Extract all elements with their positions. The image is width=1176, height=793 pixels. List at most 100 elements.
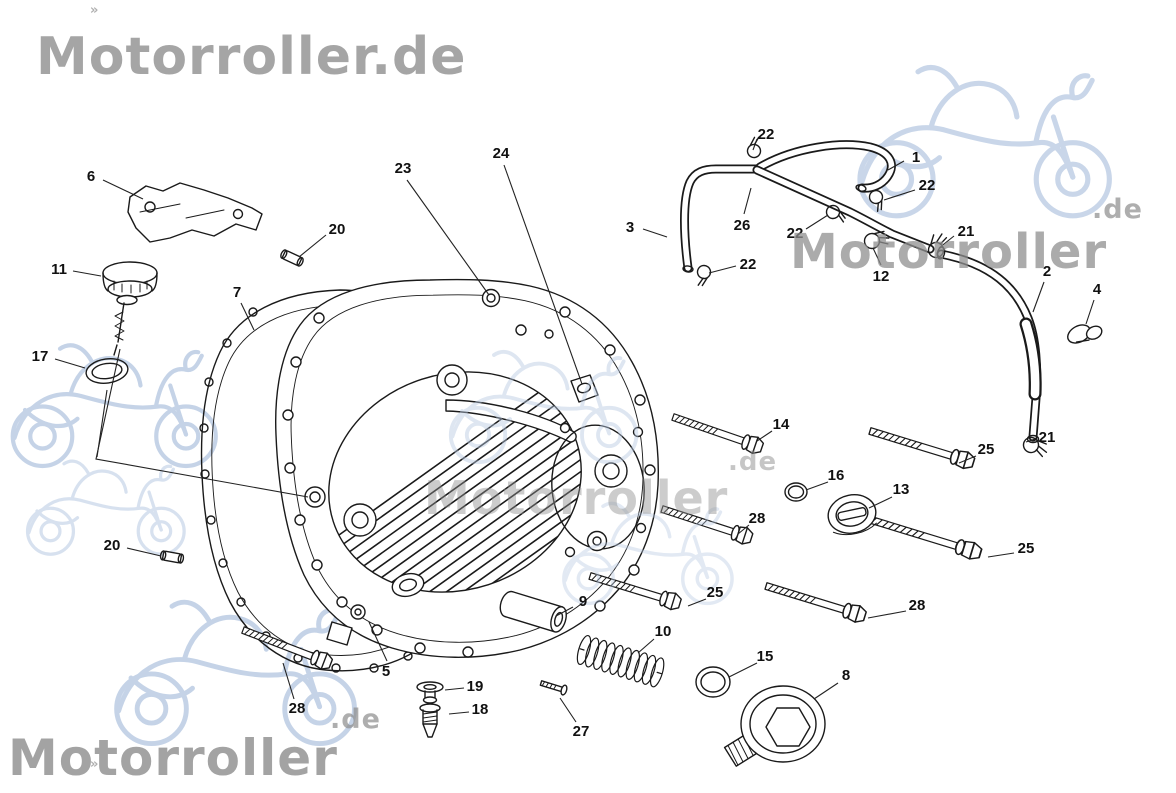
callout-leader-line bbox=[752, 138, 758, 151]
callout-leader-line bbox=[805, 214, 829, 230]
gray-watermarks: » Motorroller.de .de Motorroller .de Mot… bbox=[8, 3, 1143, 787]
plunger-9 bbox=[499, 590, 567, 633]
part-number-28: 28 bbox=[909, 597, 926, 614]
watermark-right-de: .de bbox=[1092, 194, 1143, 225]
watermark-center: Motorroller bbox=[424, 471, 728, 525]
callout-leader-line bbox=[887, 160, 905, 171]
callout-leader-line bbox=[503, 164, 583, 385]
watermark-corner-mark-top: » bbox=[90, 3, 99, 18]
part-number-21: 21 bbox=[1039, 429, 1056, 446]
dowel-pin bbox=[159, 550, 185, 564]
part-number-16: 16 bbox=[828, 467, 845, 484]
o-ring-15 bbox=[695, 666, 731, 698]
dowel-pin bbox=[280, 249, 304, 267]
callout-leader-line bbox=[406, 179, 490, 296]
part-number-4: 4 bbox=[1093, 281, 1102, 298]
callout-leader-line bbox=[298, 234, 327, 258]
part-number-19: 19 bbox=[467, 678, 484, 695]
callout-leader-line bbox=[559, 697, 577, 723]
callout-leader-line bbox=[883, 189, 916, 201]
part-number-22: 22 bbox=[758, 126, 775, 143]
part-number-28: 28 bbox=[749, 510, 766, 527]
callout-leader-line bbox=[444, 687, 465, 691]
part-number-27: 27 bbox=[573, 723, 590, 740]
callout-leader-line bbox=[448, 711, 470, 715]
callout-leader-line bbox=[240, 302, 255, 331]
callout-leader-line bbox=[756, 430, 773, 442]
assembly-guide-line bbox=[95, 348, 309, 498]
callout-leader-line bbox=[867, 610, 907, 619]
o-ring-17 bbox=[85, 358, 129, 384]
callout-leader-line bbox=[958, 455, 977, 464]
callout-leader-line bbox=[1025, 438, 1036, 443]
callout-leader-line bbox=[102, 179, 144, 200]
part-number-5: 5 bbox=[382, 663, 390, 680]
part-number-8: 8 bbox=[842, 667, 850, 684]
callout-leader-line bbox=[708, 265, 737, 274]
callout-leader-line bbox=[1032, 281, 1045, 313]
part-number-9: 9 bbox=[579, 593, 587, 610]
part-number-28: 28 bbox=[289, 700, 306, 717]
callout-leader-line bbox=[737, 524, 750, 535]
watermark-bottom: Motorroller bbox=[8, 729, 338, 787]
part-number-13: 13 bbox=[893, 481, 910, 498]
assembly-guide-line bbox=[96, 389, 108, 458]
part-number-22: 22 bbox=[787, 225, 804, 242]
drain-screw-18 bbox=[419, 703, 441, 738]
hex-bolt-28 bbox=[762, 577, 869, 626]
callout-leader-line bbox=[868, 496, 893, 509]
part-number-12: 12 bbox=[873, 268, 890, 285]
motorcycle-sketch-icon bbox=[117, 602, 355, 743]
bracket-plate bbox=[127, 182, 263, 243]
part-number-25: 25 bbox=[1018, 540, 1035, 557]
callout-leader-line bbox=[368, 621, 388, 662]
callout-leader-line bbox=[54, 358, 86, 369]
callout-leader-line bbox=[1085, 299, 1095, 325]
callout-leader-line bbox=[642, 228, 668, 238]
motorcycle-sketch-icon bbox=[860, 68, 1109, 216]
hex-bolt-25 bbox=[866, 422, 977, 472]
part-number-26: 26 bbox=[734, 217, 751, 234]
part-number-11: 11 bbox=[51, 261, 67, 278]
callout-leader-line bbox=[805, 481, 829, 491]
oil-filler-cap-13 bbox=[827, 494, 877, 536]
callout-leader-line bbox=[743, 187, 752, 215]
part-number-23: 23 bbox=[395, 160, 412, 177]
hose-clamp-22 bbox=[694, 263, 714, 287]
watermark-right: Motorroller bbox=[790, 224, 1107, 280]
part-number-6: 6 bbox=[87, 168, 95, 185]
part-number-18: 18 bbox=[472, 701, 489, 718]
part-number-3: 3 bbox=[626, 219, 634, 236]
screw-27 bbox=[539, 680, 568, 696]
part-number-10: 10 bbox=[655, 623, 672, 640]
watermark-center-de: .de bbox=[728, 447, 777, 477]
callout-leader-line bbox=[687, 598, 707, 607]
watermark-corner-mark-bottom: » bbox=[90, 757, 99, 772]
callout-leader-line bbox=[555, 606, 574, 617]
callout-leader-line bbox=[126, 547, 162, 557]
callout-leader-line bbox=[813, 682, 839, 700]
watermark-bottom-de: .de bbox=[330, 704, 381, 735]
callout-leader-line bbox=[728, 662, 758, 678]
oil-dipstick bbox=[102, 261, 158, 356]
part-number-21: 21 bbox=[958, 223, 975, 240]
part-number-24: 24 bbox=[493, 145, 510, 162]
part-number-17: 17 bbox=[32, 348, 49, 365]
part-number-20: 20 bbox=[104, 537, 121, 554]
fitting-4 bbox=[1067, 324, 1103, 344]
part-number-14: 14 bbox=[773, 416, 790, 433]
part-number-15: 15 bbox=[757, 648, 774, 665]
o-ring-16 bbox=[784, 482, 808, 502]
part-number-22: 22 bbox=[740, 256, 757, 273]
hex-bolt-25 bbox=[864, 510, 984, 563]
part-number-25: 25 bbox=[707, 584, 724, 601]
part-number-25: 25 bbox=[978, 441, 995, 458]
callout-leader-line bbox=[987, 552, 1015, 558]
callout-leader-line bbox=[938, 235, 955, 249]
part-number-22: 22 bbox=[919, 177, 936, 194]
part-number-1: 1 bbox=[912, 149, 920, 166]
valve-washer-19 bbox=[416, 681, 444, 704]
